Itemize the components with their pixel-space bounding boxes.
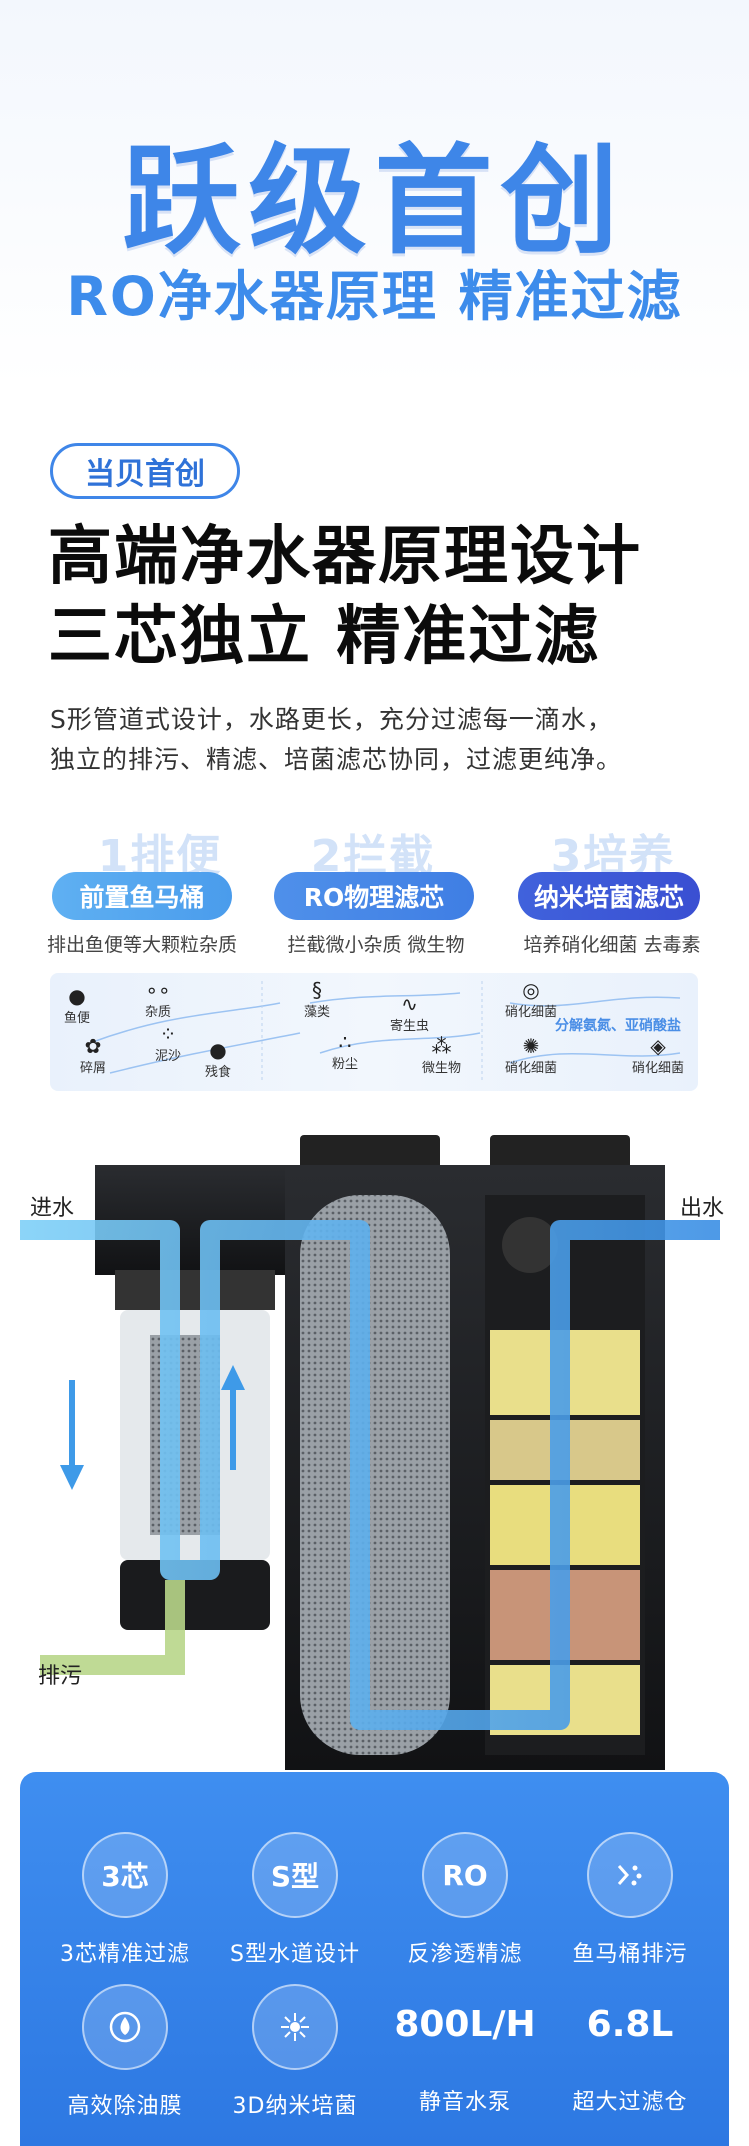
down-arrow-icon (60, 1465, 84, 1490)
stage-1-pill: 前置鱼马桶 (52, 872, 232, 920)
flow-item-11: ✺硝化细菌 (505, 1034, 558, 1076)
feature-chamber: 6.8L 超大过滤仓 (545, 1984, 715, 2116)
nano-culture-icon (252, 1984, 338, 2070)
drain-icon (587, 1832, 673, 1918)
feature-nano-culture: 3D纳米培菌 (210, 1984, 380, 2120)
drain-label: 排污 (38, 1664, 83, 1689)
flow-panel: ●鱼便 ∘∘杂质 ⁘泥沙 ✿碎屑 ●残食 §藻类 ∿寄生虫 ∴粉尘 ⁂微生物 ◎… (50, 973, 698, 1091)
feature-pump: 800L/H 静音水泵 (380, 1984, 550, 2116)
hero-title: 跃级首创 (122, 132, 627, 270)
flow-item-3: ⁘泥沙 (155, 1022, 182, 1064)
stage-2-desc: 拦截微小杂质 微生物 (287, 934, 465, 956)
three-core-icon: 3芯 (82, 1832, 168, 1918)
drain-pipe (40, 1580, 185, 1675)
pump-flow-value: 800L/H (394, 2004, 536, 2045)
stage-3-pill: 纳米培菌滤芯 (518, 872, 700, 920)
up-arrow-icon (221, 1365, 245, 1390)
flow-item-12: ◈硝化细菌 (632, 1034, 685, 1076)
flow-item-1: ●鱼便 (64, 984, 91, 1026)
description-line-1: S形管道式设计，水路更长，充分过滤每一滴水， (50, 705, 613, 734)
feature-3-core: 3芯 3芯精准过滤 (40, 1832, 210, 1968)
flow-item-5: ●残食 (205, 1038, 232, 1080)
ro-cartridge (300, 1195, 450, 1755)
flow-item-8: ∴粉尘 (332, 1030, 359, 1072)
stage-3-desc: 培养硝化细菌 去毒素 (523, 934, 701, 956)
filter-machine-illustration (20, 1135, 720, 1770)
feature-oil-film: 高效除油膜 (40, 1984, 210, 2120)
flow-item-9: ⁂微生物 (422, 1034, 462, 1076)
chamber-volume-value: 6.8L (586, 2004, 674, 2045)
s-channel-icon: S型 (252, 1832, 338, 1918)
water-in-label: 进水 (30, 1196, 75, 1221)
feature-panel: 3芯 3芯精准过滤 S型 S型水道设计 RO 反渗透精滤 鱼马桶排污 高效除油膜… (20, 1772, 729, 2146)
water-out-label: 出水 (680, 1196, 725, 1221)
headline-line-2: 三芯独立 精准过滤 (48, 600, 601, 674)
stage-2-pill: RO物理滤芯 (274, 872, 474, 920)
flow-item-4: ✿碎屑 (80, 1034, 107, 1076)
headline-line-1: 高端净水器原理设计 (48, 520, 642, 594)
flow-item-6: §藻类 (304, 978, 331, 1020)
flow-item-2: ∘∘杂质 (145, 978, 172, 1020)
feature-s-channel: S型 S型水道设计 (210, 1832, 380, 1968)
brand-badge: 当贝首创 (50, 443, 240, 499)
stage-1-desc: 排出鱼便等大颗粒杂质 (46, 934, 237, 956)
hero-subtitle: RO净水器原理 精准过滤 (66, 265, 683, 328)
oil-film-icon (82, 1984, 168, 2070)
description-line-2: 独立的排污、精滤、培菌滤芯协同，过滤更纯净。 (50, 745, 623, 774)
flow-note: 分解氨氮、亚硝酸盐 (555, 1018, 681, 1034)
water-flow-path (20, 1220, 720, 1730)
flow-arrows (89, 981, 681, 1083)
feature-ro: RO 反渗透精滤 (380, 1832, 550, 1968)
flow-item-7: ∿寄生虫 (390, 992, 430, 1034)
feature-fish-toilet: 鱼马桶排污 (545, 1832, 715, 1968)
ro-icon: RO (422, 1832, 508, 1918)
flow-item-10: ◎硝化细菌 (505, 978, 558, 1020)
